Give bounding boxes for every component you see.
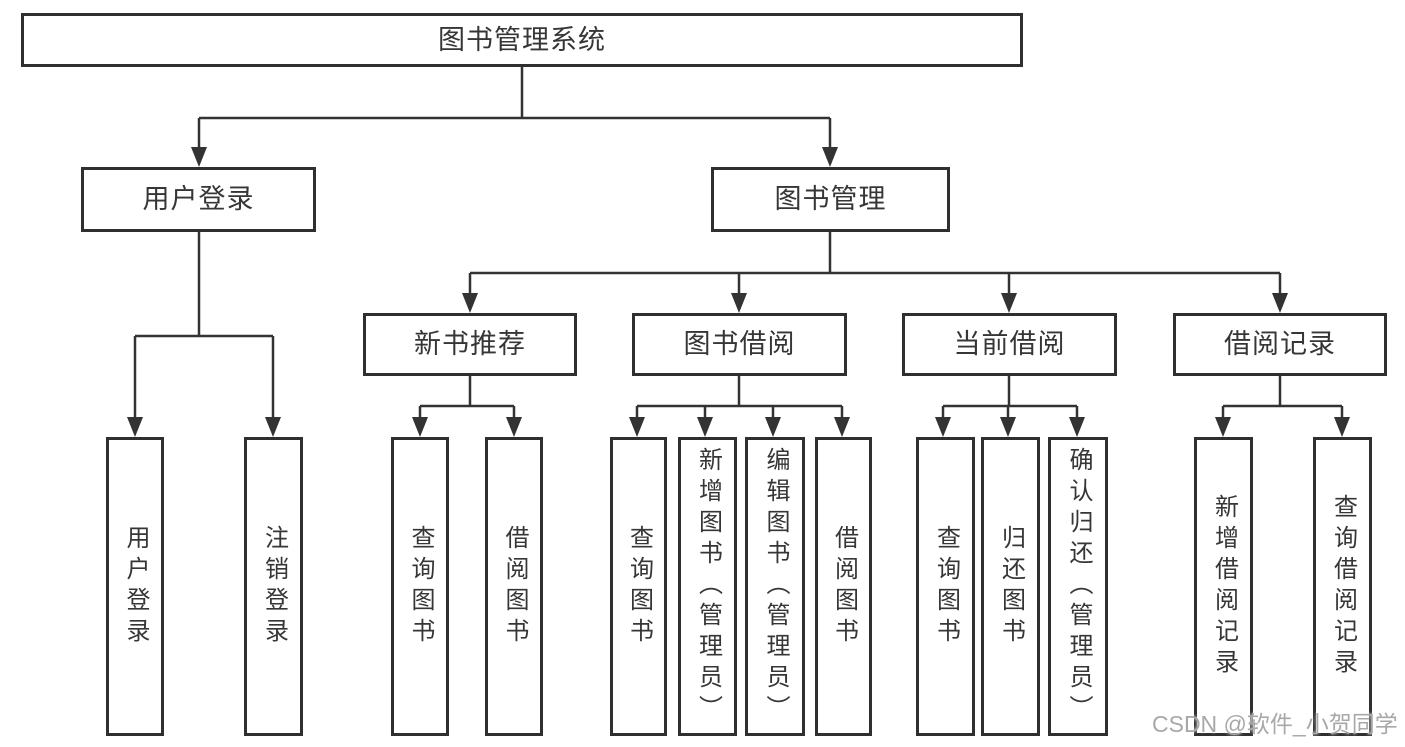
leaf-current-return-books: 归还图书 [981,437,1040,736]
leaf-newrec-query-books: 查询图书 [391,437,449,736]
leaf-newrec-borrow-books: 借阅图书 [485,437,543,736]
leaf-borrow-query-books: 查询图书 [610,437,667,736]
node-root: 图书管理系统 [21,13,1023,67]
leaf-logout: 注销登录 [244,437,303,736]
node-book-borrow: 图书借阅 [632,313,847,376]
leaf-current-query-books: 查询图书 [916,437,975,736]
leaf-record-query-borrow-record: 查询借阅记录 [1313,437,1372,736]
node-current-borrow: 当前借阅 [902,313,1117,376]
leaf-record-add-borrow-record: 新增借阅记录 [1194,437,1253,736]
node-borrow-record: 借阅记录 [1173,313,1387,376]
leaf-current-confirm-return-admin: 确认归还（管理员） [1048,437,1108,736]
leaf-borrow-edit-books-admin: 编辑图书（管理员） [745,437,805,736]
csdn-watermark: CSDN @软件_小贺同学 [1152,711,1398,737]
leaf-borrow-add-books-admin: 新增图书（管理员） [678,437,737,736]
leaf-user-login: 用户登录 [106,437,164,736]
node-user-login: 用户登录 [81,167,316,232]
node-new-book-rec: 新书推荐 [363,313,577,376]
leaf-borrow-borrow-books: 借阅图书 [815,437,872,736]
node-book-mgmt: 图书管理 [711,167,950,232]
